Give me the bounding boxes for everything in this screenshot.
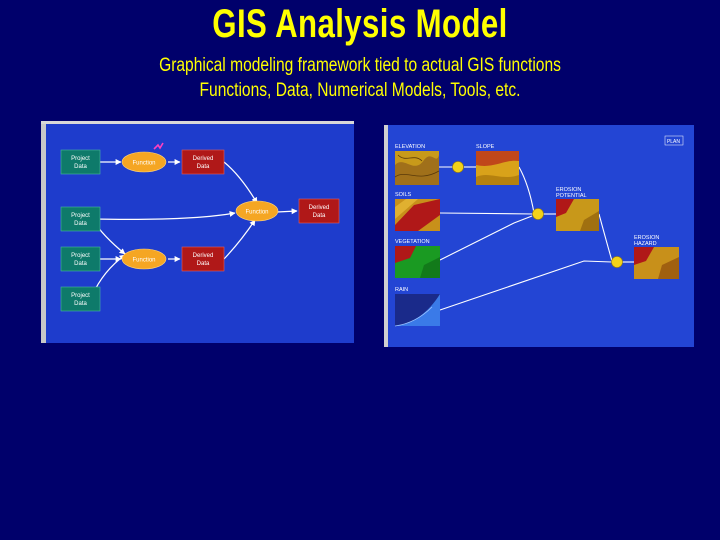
svg-text:Data: Data <box>313 213 326 219</box>
vegetation-map <box>395 246 440 278</box>
label-erosion-potential-2: POTENTIAL <box>556 193 587 199</box>
diagram-top-edge <box>41 121 354 124</box>
svg-text:Data: Data <box>74 221 87 227</box>
derived-data-box-1: Derived Data <box>181 149 225 175</box>
diagram-left-edge <box>41 121 46 343</box>
corner-tag-frame <box>664 135 684 146</box>
connectors <box>439 166 634 311</box>
corner-tag: PLAN <box>667 139 680 145</box>
project-data-box-1: Project Data <box>60 149 101 175</box>
soils-map <box>395 199 440 231</box>
svg-text:Project: Project <box>71 156 90 162</box>
label-erosion-hazard-1: EROSION <box>634 235 659 241</box>
svg-text:Function: Function <box>132 258 155 264</box>
elevation-map <box>394 151 440 185</box>
derived-data-box-2: Derived Data <box>298 198 340 224</box>
svg-text:Derived: Derived <box>193 156 214 162</box>
label-erosion-potential-1: EROSION <box>556 187 581 193</box>
svg-text:Data: Data <box>74 301 87 307</box>
erosion-model-diagram: PLAN ELEVATION SLOPE SOILS EROSION POTEN… <box>384 125 694 347</box>
label-rain: RAIN <box>395 287 408 293</box>
project-data-box-2: Project Data <box>60 206 101 232</box>
project-data-box-3: Project Data <box>60 246 101 272</box>
project-data-box-4: Project Data <box>60 286 101 312</box>
label-vegetation: VEGETATION <box>395 239 430 245</box>
svg-text:Data: Data <box>74 261 87 267</box>
label-soils: SOILS <box>395 192 412 198</box>
function-node-slope <box>452 161 464 173</box>
svg-text:Data: Data <box>197 164 210 170</box>
function-oval-1: Function <box>121 151 167 173</box>
svg-text:Function: Function <box>245 210 268 216</box>
diagram-left-edge <box>384 125 388 347</box>
function-oval-3: Function <box>121 248 167 270</box>
model-flow-diagram: Project Data Project Data Project Data P… <box>41 121 354 343</box>
svg-text:Function: Function <box>132 161 155 167</box>
svg-text:Project: Project <box>71 213 90 219</box>
svg-text:Data: Data <box>74 164 87 170</box>
slope-map <box>476 151 519 185</box>
svg-text:Derived: Derived <box>309 205 330 211</box>
rain-map <box>394 294 440 327</box>
slide-subtitle-line-2: Functions, Data, Numerical Models, Tools… <box>199 80 521 101</box>
label-slope: SLOPE <box>476 144 495 150</box>
derived-data-box-3: Derived Data <box>181 246 225 272</box>
slide-subtitle-line-1: Graphical modeling framework tied to act… <box>159 55 561 76</box>
function-node-erosion-hazard <box>611 256 623 268</box>
svg-text:Project: Project <box>71 293 90 299</box>
label-erosion-hazard-2: HAZARD <box>634 241 657 247</box>
function-node-erosion-potential <box>532 208 544 220</box>
slide-title: GIS Analysis Model <box>212 2 508 46</box>
cursor-icon <box>153 142 164 150</box>
svg-text:Project: Project <box>71 253 90 259</box>
function-oval-2: Function <box>235 200 279 222</box>
svg-text:Data: Data <box>197 261 210 267</box>
erosion-hazard-map <box>634 247 679 279</box>
svg-text:Derived: Derived <box>193 253 214 259</box>
erosion-potential-map <box>556 199 599 231</box>
label-elevation: ELEVATION <box>395 144 425 150</box>
